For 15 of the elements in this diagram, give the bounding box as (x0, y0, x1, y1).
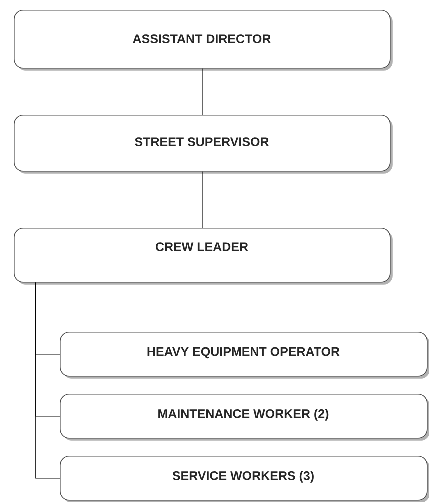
box-label: SERVICE WORKERS (3) (172, 471, 314, 483)
box-label: STREET SUPERVISOR (135, 138, 269, 146)
position-box (14, 115, 393, 174)
box-label: ASSISTANT DIRECTOR (133, 34, 271, 44)
box-label: MAINTENANCE WORKER (2) (158, 409, 329, 421)
box-label: CREW LEADER (156, 242, 248, 252)
connector-line (202, 171, 203, 228)
box-label: HEAVY EQUIPMENT OPERATOR (148, 347, 340, 359)
connector-line (36, 282, 60, 479)
connector-line (202, 68, 203, 116)
position-box (60, 456, 429, 502)
position-box (60, 394, 429, 441)
position-box (14, 10, 393, 71)
position-box (60, 332, 429, 379)
position-box (14, 228, 393, 285)
